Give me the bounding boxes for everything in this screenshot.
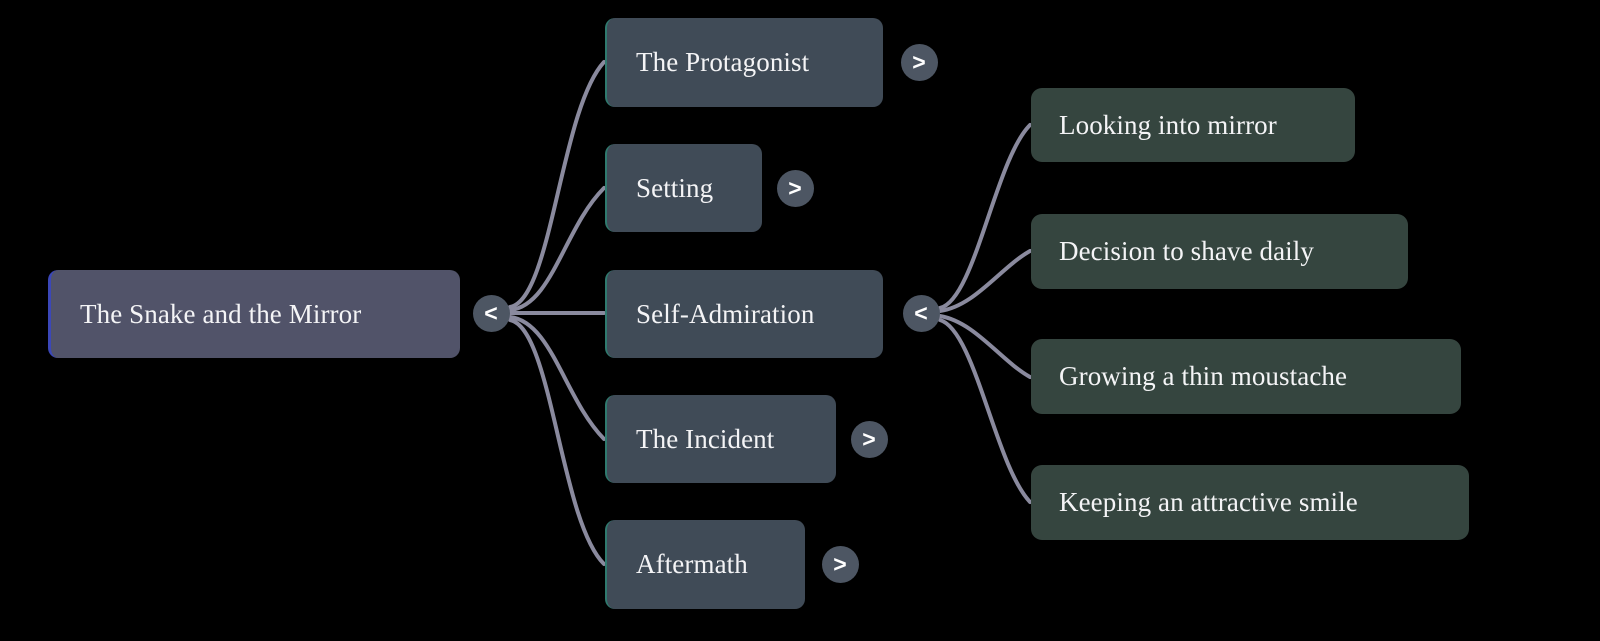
edge-branch-to-leaf-1 [938,249,1032,313]
chevron-right-icon: > [862,425,876,452]
node-leaf-looking-into-mirror[interactable]: Looking into mirror [1031,88,1355,162]
node-leaf-keeping-an-attractive-smile[interactable]: Keeping an attractive smile [1031,465,1469,540]
edge-branch-to-leaf-2 [938,314,1032,379]
toggle-the-incident[interactable]: > [850,420,888,458]
toggle-the-protagonist[interactable]: > [900,43,938,81]
node-branch-setting[interactable]: Setting [605,144,762,232]
root-toggle[interactable]: < [472,294,510,332]
chevron-right-icon: > [833,550,847,577]
edge-root-to-branch-1 [508,186,606,312]
root-toggle-chevron-icon: < [484,299,498,326]
node-root[interactable]: The Snake and the Mirror [48,270,460,358]
edge-root-to-branch-0 [508,60,606,309]
node-branch-label: Self-Admiration [636,298,815,329]
node-leaf-decision-to-shave-daily[interactable]: Decision to shave daily [1031,214,1408,289]
chevron-right-icon: > [788,174,802,201]
node-branch-label: Aftermath [636,549,748,579]
edge-branch-to-leaf-3 [938,318,1032,504]
node-branch-self-admiration[interactable]: Self-Admiration [605,270,883,358]
node-leaf-label: Decision to shave daily [1059,236,1314,266]
edge-root-to-branch-4 [508,318,606,566]
edge-root-to-branch-3 [508,315,606,441]
node-leaf-growing-a-thin-moustache[interactable]: Growing a thin moustache [1031,339,1461,414]
node-leaf-label: Growing a thin moustache [1059,361,1348,391]
node-branch-label: Setting [636,172,714,203]
node-branch-label: The Protagonist [636,47,810,77]
node-leaf-label: Keeping an attractive smile [1059,487,1358,517]
node-branch-the-protagonist[interactable]: The Protagonist [605,18,883,107]
node-branch-aftermath[interactable]: Aftermath [605,520,805,609]
node-root-label: The Snake and the Mirror [80,298,362,329]
chevron-right-icon: > [912,48,926,75]
toggle-self-admiration[interactable]: < [902,294,940,332]
chevron-left-icon: < [914,299,928,326]
node-leaf-label: Looking into mirror [1059,109,1277,140]
node-branch-the-incident[interactable]: The Incident [605,395,836,483]
toggle-aftermath[interactable]: > [821,545,859,583]
node-branch-label: The Incident [636,423,775,454]
toggle-setting[interactable]: > [776,169,814,207]
edge-branch-to-leaf-0 [938,123,1032,310]
